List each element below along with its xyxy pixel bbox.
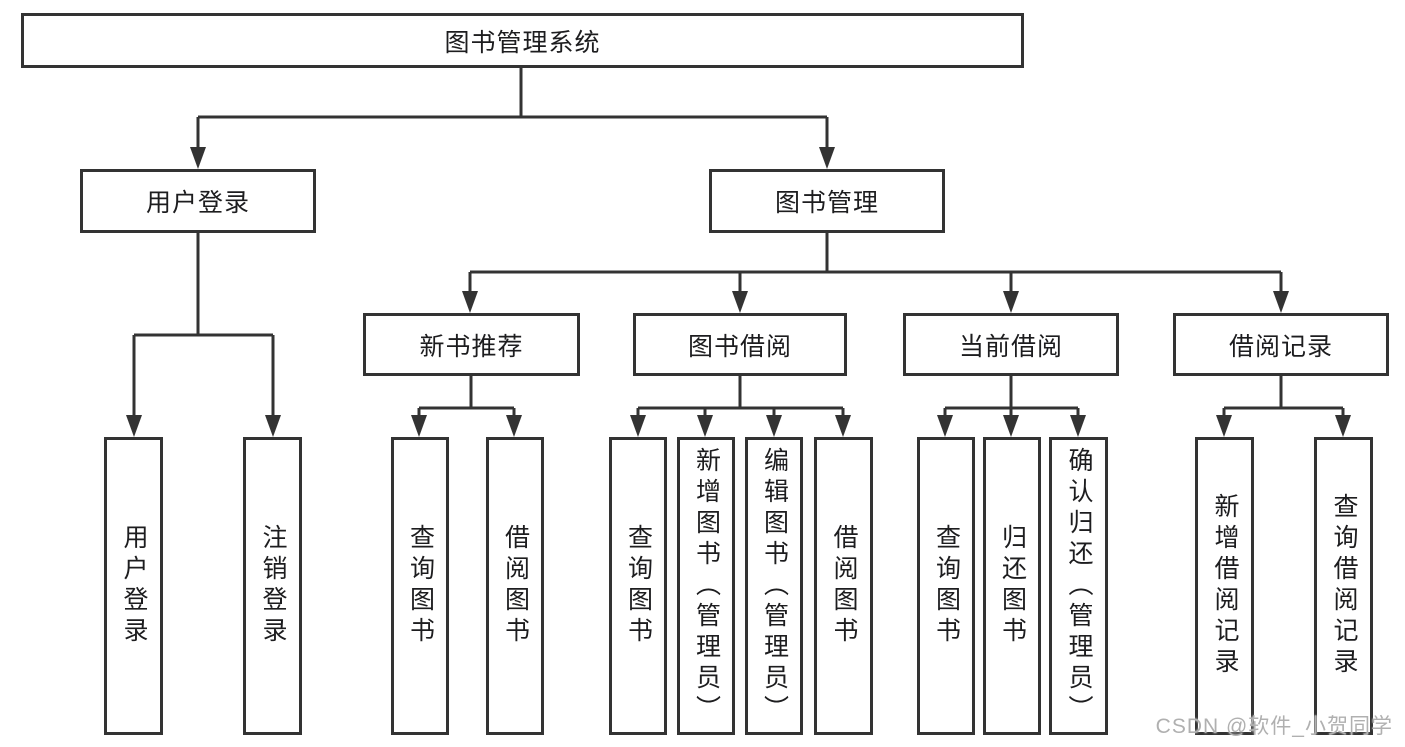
node-book-borrowing: 图书借阅 [633, 313, 847, 376]
arrowhead-icon [462, 291, 478, 313]
leaf-borrowing-add-books-admin-label: 新增图书（管理员） [692, 446, 721, 726]
connector-root [190, 68, 835, 169]
arrowhead-icon [190, 147, 206, 169]
node-user-login-label: 用户登录 [145, 189, 250, 217]
arrowhead-icon [937, 415, 953, 437]
arrowhead-icon [506, 415, 522, 437]
leaf-current-query-books: 查询图书 [917, 437, 975, 735]
leaf-records-add-record-label: 新增借阅记录 [1211, 493, 1239, 679]
leaf-borrowing-borrow-books-label: 借阅图书 [830, 524, 858, 648]
leaf-records-query-record: 查询借阅记录 [1314, 437, 1373, 735]
node-user-login: 用户登录 [80, 169, 316, 233]
arrowhead-icon [1335, 415, 1351, 437]
leaf-recommend-borrow-books-label: 借阅图书 [501, 524, 530, 648]
node-borrowing-records: 借阅记录 [1173, 313, 1389, 376]
leaf-logout-label: 注销登录 [259, 524, 287, 648]
leaf-current-return-books: 归还图书 [983, 437, 1041, 735]
arrowhead-icon [697, 415, 713, 437]
arrowhead-icon [1003, 291, 1019, 313]
arrowhead-icon [1216, 415, 1232, 437]
leaf-borrowing-query-books-label: 查询图书 [624, 524, 653, 648]
node-book-management-label: 图书管理 [774, 189, 879, 217]
leaf-logout: 注销登录 [243, 437, 302, 735]
node-new-book-recommend: 新书推荐 [363, 313, 580, 376]
leaf-current-query-books-label: 查询图书 [932, 524, 961, 648]
arrowhead-icon [1003, 415, 1019, 437]
connector-new-book-recommend [411, 376, 522, 437]
arrowhead-icon [1070, 415, 1086, 437]
node-borrowing-records-label: 借阅记录 [1228, 332, 1333, 361]
node-book-borrowing-label: 图书借阅 [687, 332, 792, 361]
leaf-records-query-record-label: 查询借阅记录 [1330, 493, 1358, 679]
arrowhead-icon [411, 415, 427, 437]
connector-book-management [462, 233, 1289, 313]
leaf-user-login-label: 用户登录 [120, 524, 148, 648]
leaf-borrowing-edit-books-admin-label: 编辑图书（管理员） [760, 446, 789, 726]
leaf-current-return-books-label: 归还图书 [998, 524, 1027, 648]
arrowhead-icon [265, 415, 281, 437]
connector-book-borrowing [630, 376, 851, 437]
node-current-borrowing: 当前借阅 [903, 313, 1119, 376]
node-root-label: 图书管理系统 [444, 28, 601, 57]
connector-user-login [126, 233, 281, 437]
connector-current-borrowing [937, 376, 1086, 437]
arrowhead-icon [126, 415, 142, 437]
leaf-recommend-query-books-label: 查询图书 [406, 524, 435, 648]
node-current-borrowing-label: 当前借阅 [958, 332, 1063, 361]
arrowhead-icon [835, 415, 851, 437]
node-book-management: 图书管理 [709, 169, 945, 233]
leaf-recommend-borrow-books: 借阅图书 [486, 437, 544, 735]
arrowhead-icon [732, 291, 748, 313]
leaf-current-confirm-return-admin: 确认归还（管理员） [1049, 437, 1108, 735]
leaf-recommend-query-books: 查询图书 [391, 437, 449, 735]
leaf-borrowing-add-books-admin: 新增图书（管理员） [677, 437, 735, 735]
node-new-book-recommend-label: 新书推荐 [419, 332, 524, 361]
arrowhead-icon [630, 415, 646, 437]
leaf-borrowing-query-books: 查询图书 [609, 437, 667, 735]
leaf-current-confirm-return-admin-label: 确认归还（管理员） [1065, 446, 1093, 726]
arrowhead-icon [1273, 291, 1289, 313]
arrowhead-icon [819, 147, 835, 169]
leaf-records-add-record: 新增借阅记录 [1195, 437, 1254, 735]
connector-borrowing-records [1216, 376, 1351, 437]
node-root: 图书管理系统 [21, 13, 1024, 68]
arrowhead-icon [766, 415, 782, 437]
leaf-user-login: 用户登录 [104, 437, 163, 735]
csdn-watermark: CSDN @软件_小贺同学 [1155, 715, 1393, 738]
leaf-borrowing-borrow-books: 借阅图书 [814, 437, 873, 735]
leaf-borrowing-edit-books-admin: 编辑图书（管理员） [745, 437, 803, 735]
